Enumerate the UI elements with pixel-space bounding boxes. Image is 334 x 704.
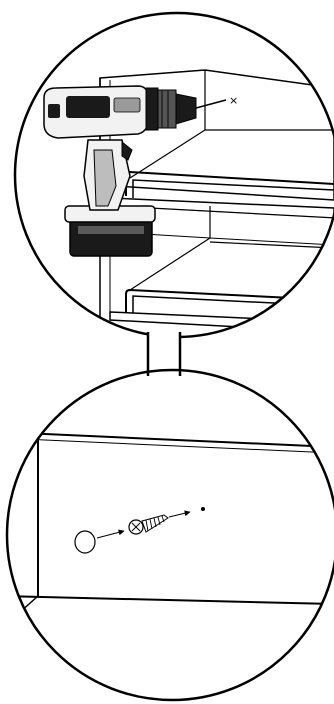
panel-closeup (7, 431, 334, 631)
cordless-drill-icon (43, 85, 227, 257)
detail-connector (146, 330, 182, 380)
bottom-detail-circle (5, 368, 334, 702)
arrow-cap-to-screw (96, 529, 125, 539)
top-detail-circle: × (13, 11, 334, 339)
hole-target-mark: × (229, 94, 238, 107)
pilot-hole-icon (201, 507, 205, 511)
cover-cap-icon (74, 530, 96, 554)
lower-shelf-rail (109, 288, 334, 333)
arrow-screw-to-hole (168, 510, 191, 518)
screw-icon (128, 514, 169, 535)
